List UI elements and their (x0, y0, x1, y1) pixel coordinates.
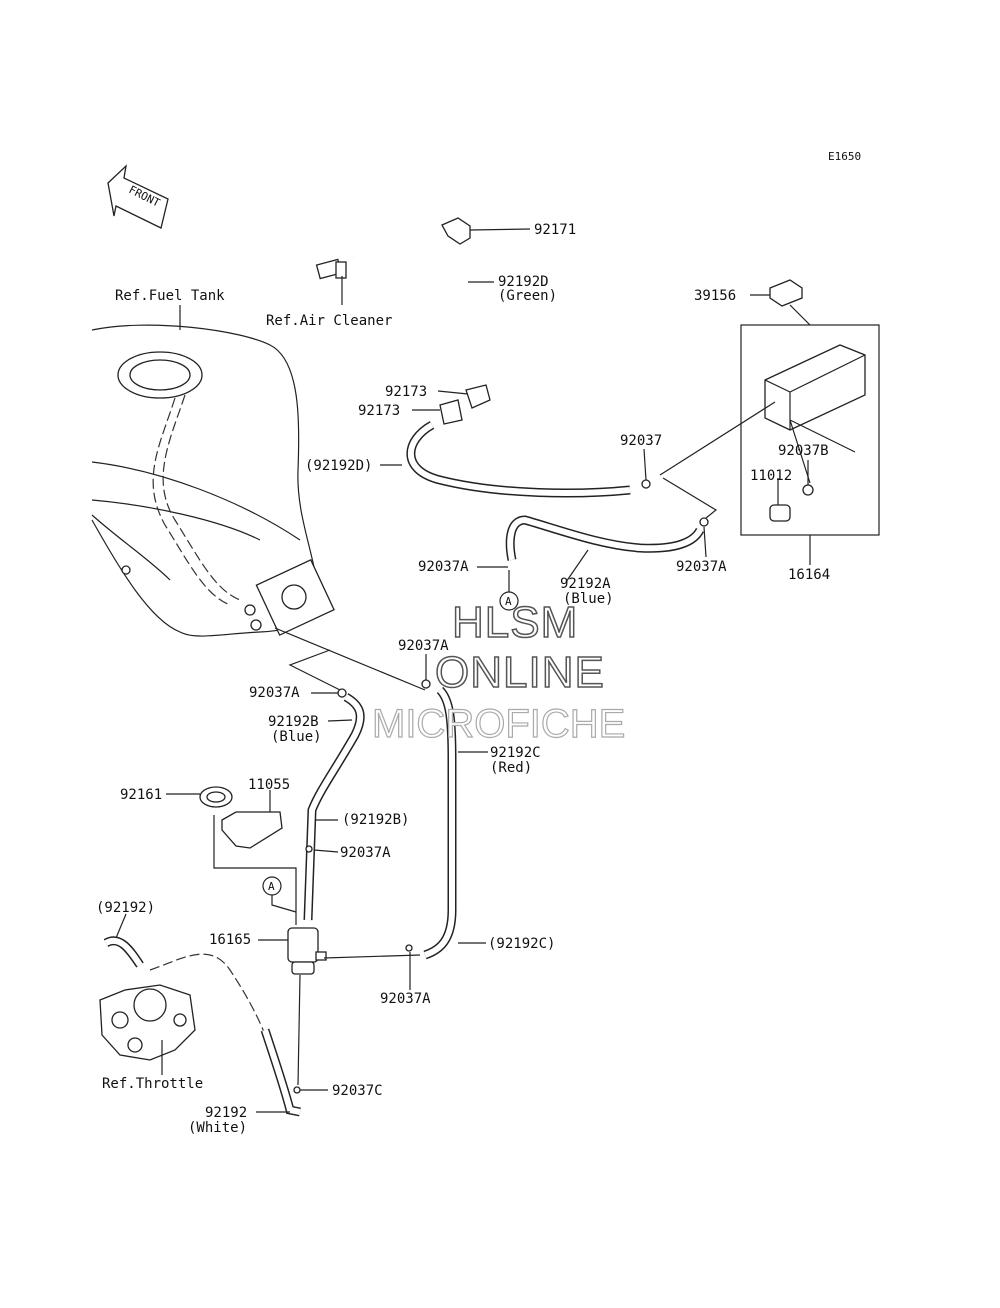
watermark-line3: MICROFICHE (372, 702, 625, 746)
label-92161: 92161 (120, 787, 162, 803)
svg-text:A: A (505, 595, 512, 608)
label-92192d-color: (Green) (498, 288, 557, 304)
label-92037a-3: 92037A (398, 638, 449, 654)
label-92192b-color: (Blue) (271, 729, 322, 745)
clamp-92037 (641, 479, 651, 489)
diagram-code: E1650 (828, 150, 861, 163)
valve-16165 (287, 927, 327, 975)
label-92192c-ref: (92192C) (488, 936, 555, 952)
watermark-line2: ONLINE (435, 648, 605, 697)
clamp-92037a-lower (305, 845, 313, 853)
label-92173-b: 92173 (358, 403, 400, 419)
label-ref-fuel-tank: Ref.Fuel Tank (115, 288, 225, 304)
cap-39156 (769, 279, 803, 307)
air-cleaner-fitting (315, 258, 347, 280)
clamp-92173-a (465, 384, 491, 409)
label-11012: 11012 (750, 468, 792, 484)
cap-11012 (769, 504, 791, 522)
label-16165: 16165 (209, 932, 251, 948)
clamp-92173-b (439, 399, 463, 425)
label-92037c: 92037C (332, 1083, 383, 1099)
label-92171: 92171 (534, 222, 576, 238)
clamp-92037c (293, 1086, 301, 1094)
label-92037a-4: 92037A (249, 685, 300, 701)
label-92192a: 92192A (560, 576, 611, 592)
label-92173-a: 92173 (385, 384, 427, 400)
label-92037a-5: 92037A (340, 845, 391, 861)
watermark-line1: HLSM (452, 598, 578, 647)
ref-marker-a-lower: A (262, 876, 297, 913)
label-92192b-ref: (92192B) (342, 812, 409, 828)
label-92192c: 92192C (490, 745, 541, 761)
label-39156: 39156 (694, 288, 736, 304)
label-92192d: 92192D (498, 274, 549, 290)
label-92192: 92192 (205, 1105, 247, 1121)
label-16164: 16164 (788, 567, 830, 583)
label-92192b: 92192B (268, 714, 319, 730)
label-92192a-color: (Blue) (563, 591, 614, 607)
label-92192c-color: (Red) (490, 760, 532, 776)
label-92192d-ref: (92192D) (305, 458, 372, 474)
label-92037: 92037 (620, 433, 662, 449)
label-92037b: 92037B (778, 443, 829, 459)
clamp-92037a-right (699, 517, 709, 527)
grommet-92161 (199, 786, 233, 808)
fuel-tank (91, 324, 335, 637)
clamp-92037a-mid (421, 679, 431, 689)
label-11055: 11055 (248, 777, 290, 793)
front-arrow-icon: FRONT (107, 164, 169, 229)
ref-marker-a-upper: A (499, 570, 519, 611)
label-ref-air-cleaner: Ref.Air Cleaner (266, 313, 392, 329)
label-ref-throttle: Ref.Throttle (102, 1076, 203, 1092)
label-92037a-2: 92037A (676, 559, 727, 575)
canister-16164 (764, 344, 866, 431)
clamp-92171 (441, 217, 471, 245)
label-92037a-1: 92037A (418, 559, 469, 575)
bracket-11055 (221, 811, 283, 849)
label-92192-color: (White) (188, 1120, 247, 1136)
clamp-92037b (802, 484, 814, 496)
label-92037a-6: 92037A (380, 991, 431, 1007)
label-92192-ref: (92192) (96, 900, 155, 916)
clamp-92037a-bottom (405, 944, 413, 952)
throttle-body (99, 984, 196, 1061)
svg-text:A: A (268, 880, 275, 893)
